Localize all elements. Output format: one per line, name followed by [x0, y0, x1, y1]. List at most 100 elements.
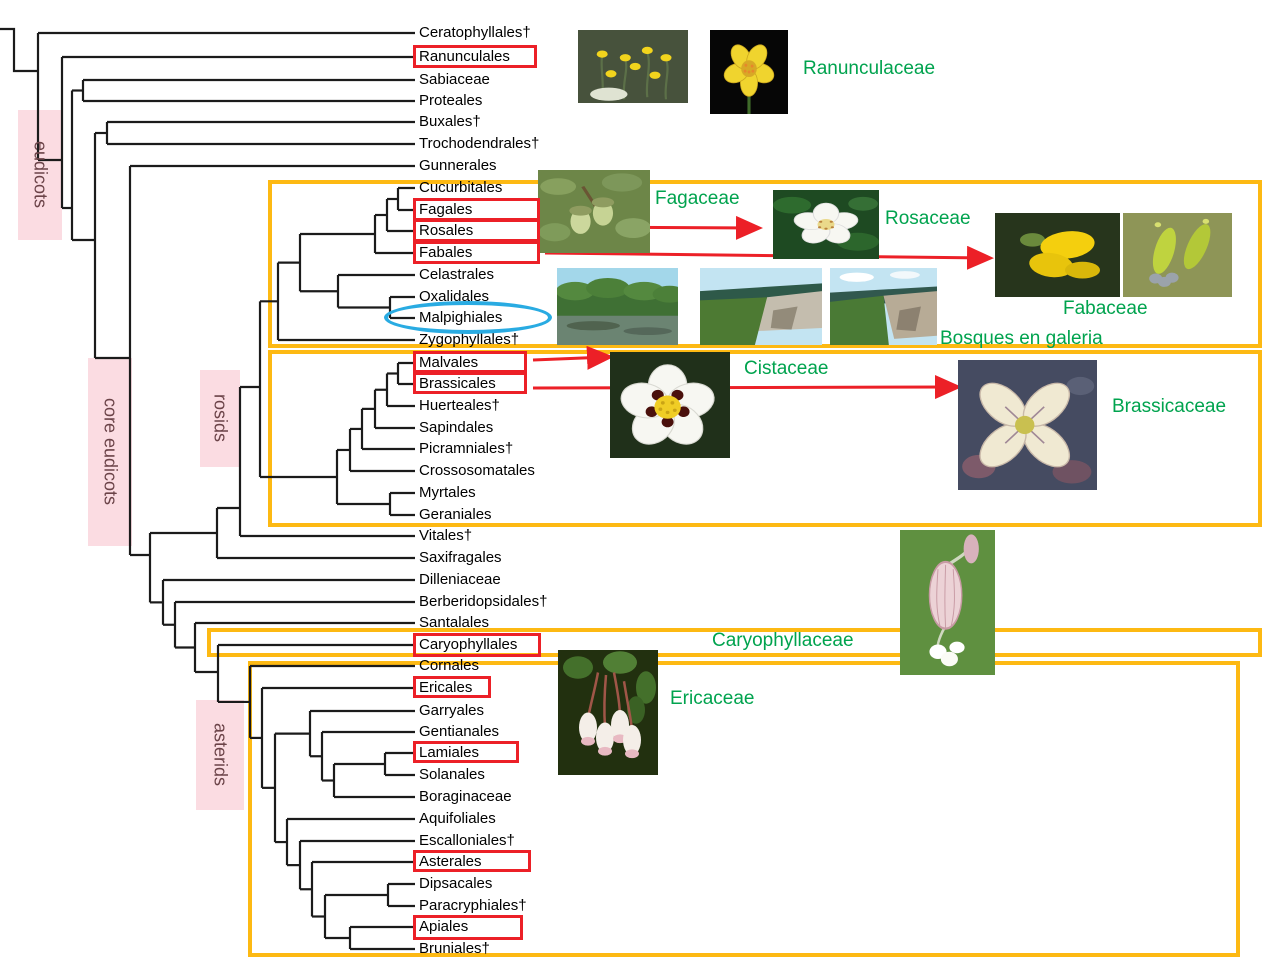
arrow-malvales-to-cistaceae — [532, 345, 614, 370]
taxon-myrtales: Myrtales — [419, 484, 476, 501]
clade-box-rosids — [200, 370, 240, 467]
taxon-buxales: Buxales† — [419, 113, 481, 130]
photo-ranunculaceae-flower — [710, 30, 788, 114]
highlight-box-apiales — [413, 915, 523, 940]
highlight-box-caryophyllales — [413, 633, 541, 657]
taxon-celastrales: Celastrales — [419, 266, 495, 283]
taxon-escalloniales: Escalloniales† — [419, 832, 515, 849]
family-label-rosaceae: Rosaceae — [885, 208, 971, 229]
family-label-cistaceae: Cistaceae — [744, 358, 829, 379]
taxon-garryales: Garryales — [419, 702, 485, 719]
photo-gallery-forest-canyon-1 — [700, 268, 822, 345]
taxon-crossosomatales: Crossosomatales — [419, 462, 535, 479]
taxon-aquifoliales: Aquifoliales — [419, 810, 496, 827]
taxon-saxifragales: Saxifragales — [419, 549, 502, 566]
taxon-apiales: Apiales — [419, 918, 469, 935]
photo-gallery-forest-river — [557, 268, 678, 345]
photo-art-gallery-forest-river — [557, 268, 678, 345]
family-label-fabaceae: Fabaceae — [1063, 298, 1148, 319]
family-label-caryophyllaceae: Caryophyllaceae — [712, 630, 854, 651]
taxon-paracryphiales: Paracryphiales† — [419, 897, 527, 914]
photo-art-ericaceae-flowers — [558, 650, 658, 775]
photo-art-gallery-forest-canyon-2 — [830, 268, 937, 345]
family-label-ranunculaceae: Ranunculaceae — [803, 58, 936, 79]
taxon-zygophyllales: Zygophyllales† — [419, 331, 520, 348]
family-label-fagaceae: Fagaceae — [655, 188, 740, 209]
photo-art-cistaceae-flower — [610, 352, 730, 458]
taxon-berberidopsidales: Berberidopsidales† — [419, 593, 548, 610]
arrow-fabales-to-fabaceae — [544, 245, 994, 270]
family-label-brassicaceae: Brassicaceae — [1112, 396, 1227, 417]
taxon-fabales: Fabales — [419, 244, 473, 261]
arrow-brassicales-to-brassicaceae — [532, 375, 962, 400]
clade-box-core-eudicots — [88, 358, 132, 546]
malpighiales-ellipse — [384, 301, 552, 334]
highlight-box-ericales — [413, 676, 491, 698]
photo-fagaceae-acorns — [538, 170, 650, 253]
orange-box-asterids-highlight — [248, 661, 1240, 957]
photo-art-caryophyllaceae-silene — [900, 530, 995, 675]
clade-label-core-eudicots: core eudicots — [100, 398, 121, 506]
taxon-dilleniaceae: Dilleniaceae — [419, 571, 501, 588]
taxon-asterales: Asterales — [419, 853, 482, 870]
taxon-malvales: Malvales — [419, 354, 479, 371]
photo-ranunculaceae-meadow — [578, 30, 688, 103]
orange-box-rosids-malvids-highlight — [268, 350, 1262, 527]
highlight-box-fabales — [413, 241, 540, 264]
taxon-santalales: Santalales — [419, 614, 490, 631]
photo-gallery-forest-canyon-2 — [830, 268, 937, 345]
taxon-geraniales: Geraniales — [419, 506, 492, 523]
taxon-sapindales: Sapindales — [419, 419, 494, 436]
taxon-brassicales: Brassicales — [419, 375, 496, 392]
taxon-ericales: Ericales — [419, 679, 473, 696]
photo-caryophyllaceae-silene — [900, 530, 995, 675]
taxon-vitales: Vitales† — [419, 527, 473, 544]
taxon-rosales: Rosales — [419, 222, 474, 239]
family-label-ericaceae: Ericaceae — [670, 688, 755, 709]
photo-art-rosaceae-rose — [773, 190, 879, 259]
taxon-ceratophyllales: Ceratophyllales† — [419, 24, 531, 41]
taxon-trochodendrales: Trochodendrales† — [419, 135, 540, 152]
taxon-lamiales: Lamiales — [419, 744, 480, 761]
taxon-cornales: Cornales — [419, 657, 480, 674]
taxon-proteales: Proteales — [419, 92, 483, 109]
photo-art-fagaceae-acorns — [538, 170, 650, 253]
photo-cistaceae-flower — [610, 352, 730, 458]
taxon-dipsacales: Dipsacales — [419, 875, 493, 892]
tree-root-stem — [0, 27, 38, 73]
taxon-cucurbitales: Cucurbitales — [419, 179, 503, 196]
photo-rosaceae-rose — [773, 190, 879, 259]
taxon-caryophyllales: Caryophyllales — [419, 636, 518, 653]
family-label-bosques-en-galeria: Bosques en galeria — [940, 328, 1103, 349]
highlight-box-brassicales — [413, 372, 527, 394]
photo-art-ranunculaceae-flower — [710, 30, 788, 114]
photo-art-ranunculaceae-meadow — [578, 30, 688, 103]
highlight-box-fagales — [413, 198, 540, 221]
highlight-box-rosales — [413, 219, 540, 242]
highlight-box-lamiales — [413, 741, 519, 763]
taxon-ranunculales: Ranunculales — [419, 48, 510, 65]
clade-box-asterids — [196, 700, 244, 810]
clade-label-asterids: asterids — [210, 723, 231, 787]
photo-fabaceae-flower — [995, 213, 1120, 297]
photo-ericaceae-flowers — [558, 650, 658, 775]
taxon-gentianales: Gentianales — [419, 723, 500, 740]
clade-label-eudicots: eudicots — [30, 141, 51, 209]
orange-box-rosids-fabids-highlight — [268, 180, 1262, 348]
taxon-fagales: Fagales — [419, 201, 473, 218]
highlight-box-malvales — [413, 351, 527, 373]
photo-art-fabaceae-flower — [995, 213, 1120, 297]
photo-art-brassicaceae-flower — [958, 360, 1097, 490]
highlight-box-ranunculales — [413, 45, 537, 68]
taxon-huerteales: Huerteales† — [419, 397, 500, 414]
taxon-picramniales: Picramniales† — [419, 440, 514, 457]
highlight-box-asterales — [413, 850, 531, 872]
photo-brassicaceae-flower — [958, 360, 1097, 490]
clade-label-rosids: rosids — [210, 394, 231, 443]
taxon-sabiaceae: Sabiaceae — [419, 71, 490, 88]
taxon-gunnerales: Gunnerales — [419, 157, 497, 174]
orange-box-caryophyllales-highlight — [207, 628, 1262, 657]
photo-fabaceae-pods — [1123, 213, 1232, 297]
